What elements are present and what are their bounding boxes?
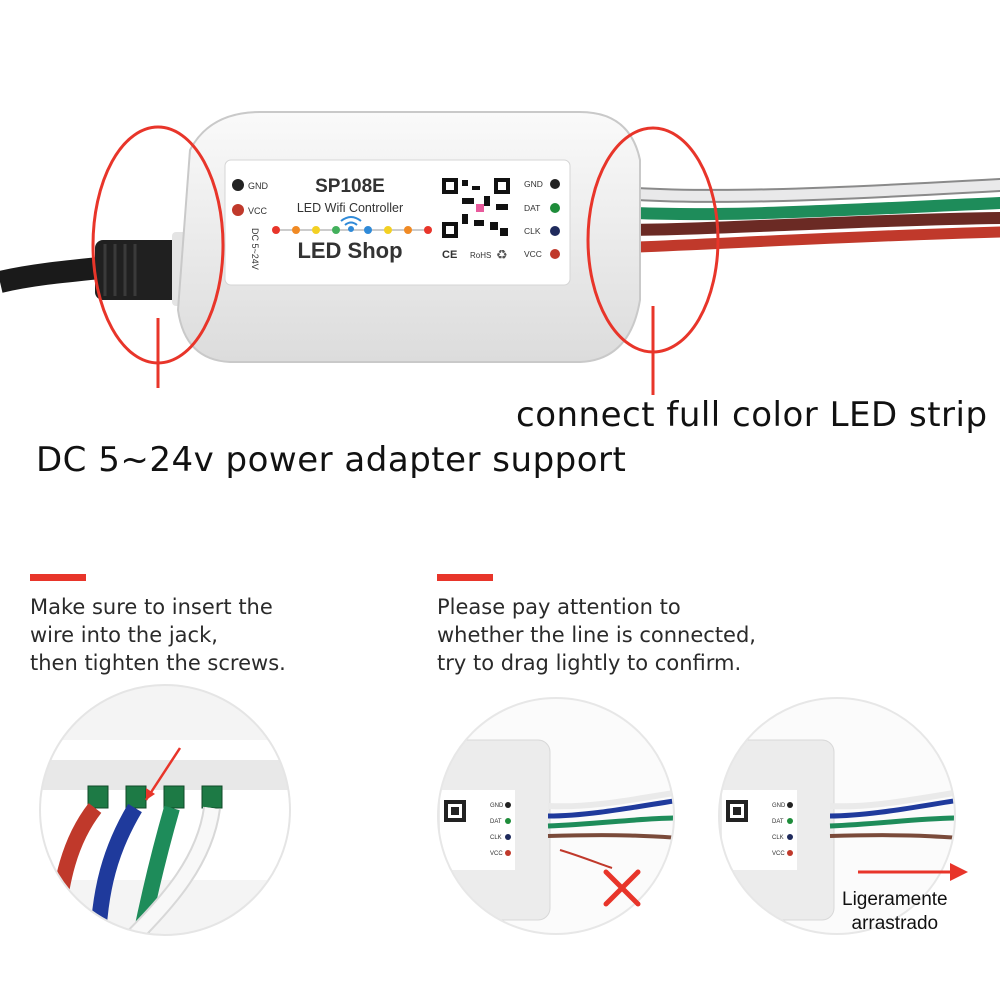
note-accent-bar <box>30 574 86 581</box>
drag-label-line2: arrastrado <box>851 913 939 934</box>
note-line: then tighten the screws. <box>30 651 286 675</box>
terminal-closeup <box>39 684 291 936</box>
svg-text:GND: GND <box>490 803 504 809</box>
svg-text:VCC: VCC <box>772 851 785 857</box>
drag-arrow-icon <box>858 863 968 881</box>
drag-label-line1: Ligeramente <box>842 889 948 910</box>
note-line: try to drag lightly to confirm. <box>437 651 742 675</box>
dc-power-cable <box>0 232 202 306</box>
note-line: Please pay attention to <box>437 595 681 619</box>
controller-case <box>176 111 641 363</box>
note-line: whether the line is connected, <box>437 623 756 647</box>
insert-wire-note: Make sure to insert the wire into the ja… <box>30 593 286 677</box>
left-pin-label: VCC <box>248 206 268 216</box>
rohs-mark: RoHS <box>470 251 491 260</box>
wifi-icon <box>340 216 362 232</box>
product-subtitle: LED Wifi Controller <box>297 201 403 215</box>
brand-name: LED Shop <box>297 238 402 263</box>
wrong-x-icon <box>603 869 641 907</box>
check-connection-note: Please pay attention to whether the line… <box>437 593 756 677</box>
svg-text:VCC: VCC <box>490 851 503 857</box>
svg-text:CLK: CLK <box>490 835 502 841</box>
note-accent-bar <box>437 574 493 581</box>
note-line: Make sure to insert the <box>30 595 273 619</box>
secured-wire-closeup: GND DAT CLK VCC <box>718 697 968 935</box>
right-pin-label: DAT <box>524 203 540 213</box>
svg-text:GND: GND <box>772 803 786 809</box>
left-pin-label: GND <box>248 181 269 191</box>
svg-text:CLK: CLK <box>772 835 784 841</box>
svg-text:DAT: DAT <box>490 819 502 825</box>
right-pin-label: GND <box>524 179 543 189</box>
drag-label: Ligeramente arrastrado <box>842 888 948 936</box>
svg-text:DAT: DAT <box>772 819 784 825</box>
model-name: SP108E <box>315 176 385 197</box>
recycle-icon: ♻ <box>496 248 508 263</box>
right-pin-label: CLK <box>524 226 541 236</box>
controller-label: GND VCC DC 5~24V SP108E LED Wifi Control… <box>232 176 560 270</box>
strip-caption: connect full color LED strip <box>516 395 988 435</box>
right-pin-label: VCC <box>524 249 542 259</box>
qr-code <box>440 176 512 240</box>
loose-wire-closeup: GND DAT CLK VCC <box>437 697 675 935</box>
ce-mark: CE <box>442 249 457 261</box>
led-strip-wires <box>603 178 1000 254</box>
power-caption: DC 5~24v power adapter support <box>36 440 627 480</box>
input-spec-text: DC 5~24V <box>250 228 260 270</box>
note-line: wire into the jack, <box>30 623 218 647</box>
